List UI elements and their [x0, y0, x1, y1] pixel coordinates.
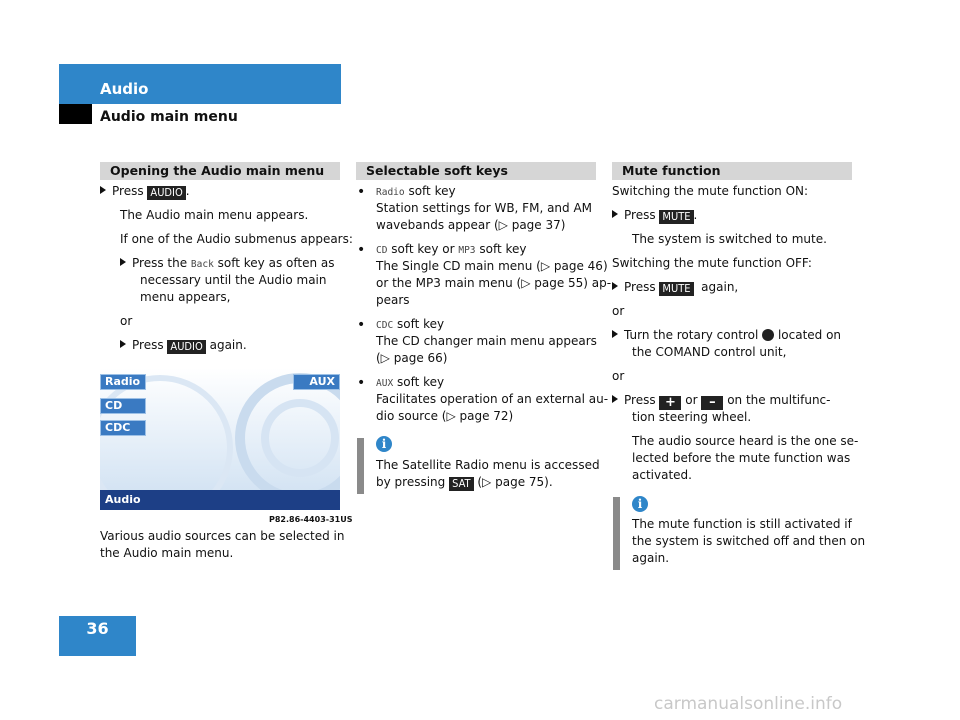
arrow-icon — [100, 186, 106, 194]
satellite-note: The Satellite Radio menu is accessed by … — [376, 458, 600, 491]
page-title: Audio main menu — [100, 109, 238, 125]
info-bar — [613, 497, 620, 570]
cd-desc1: The Single CD main menu (▷ page 46) — [376, 259, 608, 273]
watermark: carmanualsonline.info — [654, 694, 843, 714]
or-text: or — [612, 304, 625, 318]
radio-desc1: Station settings for WB, FM, and AM — [376, 201, 593, 215]
radio-softkey-item: Radio soft key — [376, 184, 456, 198]
bullet: • — [357, 375, 366, 391]
step-press-mute: Press MUTE. — [612, 207, 697, 224]
arrow-icon — [120, 340, 126, 348]
bullet: • — [357, 242, 366, 258]
info-icon: i — [376, 436, 392, 452]
cdc-desc2: (▷ page 66) — [376, 351, 448, 365]
screen-cdc-softkey: CDC — [100, 420, 146, 436]
arrow-icon — [612, 210, 618, 218]
step-plus-minus: Press + or – on the multifunc- — [612, 392, 831, 410]
screen-radio-softkey: Radio — [100, 374, 146, 390]
submenu-text: If one of the Audio submenus appears: — [120, 232, 353, 246]
or-text: or — [120, 314, 133, 328]
step-back: Press the Back soft key as often as — [120, 255, 334, 273]
wheel-text: tion steering wheel. — [632, 410, 752, 424]
sat-key: SAT — [449, 477, 474, 491]
cdc-softkey-item: CDC soft key — [376, 317, 445, 331]
step-press-audio: Press AUDIO. — [100, 183, 190, 200]
section-title: Audio — [100, 80, 149, 98]
rotary-control-icon — [762, 329, 775, 341]
unit-text: the COMAND control unit, — [632, 345, 787, 359]
step-press-mute-again: Press MUTE again, — [612, 279, 738, 296]
source-line1: The audio source heard is the one se- — [632, 434, 859, 448]
screen-cd-softkey: CD — [100, 398, 146, 414]
info-bar — [357, 438, 364, 494]
aux-desc2: dio source (▷ page 72) — [376, 409, 514, 423]
appears-text: The Audio main menu appears. — [120, 208, 309, 222]
back-softkey: Back — [190, 259, 214, 270]
figure-id: P82.86-4403-31US — [269, 515, 353, 524]
mute-off-text: Switching the mute function OFF: — [612, 256, 812, 270]
minus-key: – — [701, 396, 724, 410]
cdc-desc1: The CD changer main menu appears — [376, 334, 597, 348]
audio-key: AUDIO — [147, 186, 186, 200]
arrow-icon — [612, 282, 618, 290]
step-back-line2: necessary until the Audio main — [140, 273, 327, 287]
info-icon: i — [632, 496, 648, 512]
mute-key: MUTE — [659, 282, 694, 296]
source-line3: activated. — [632, 468, 692, 482]
arrow-icon — [120, 258, 126, 266]
cd-desc2: or the MP3 main menu (▷ page 55) ap- — [376, 276, 612, 290]
plus-key: + — [659, 396, 682, 410]
bullet: • — [357, 317, 366, 333]
cd-softkey-item: CD soft key or MP3 soft key — [376, 242, 527, 256]
screen-aux-softkey: AUX — [293, 374, 340, 390]
screen-footer: Audio — [100, 490, 340, 510]
page-number: 36 — [59, 616, 136, 656]
audio-screen-image: Radio CD CDC AUX Audio — [100, 368, 340, 510]
mute-on-text: Switching the mute function ON: — [612, 184, 809, 198]
caption: Various audio sources can be selected in… — [100, 529, 345, 560]
col2-heading: Selectable soft keys — [356, 162, 596, 180]
radio-desc2: wavebands appear (▷ page 37) — [376, 218, 566, 232]
bullet: • — [357, 184, 366, 200]
col1-heading: Opening the Audio main menu — [100, 162, 340, 180]
muted-text: The system is switched to mute. — [632, 232, 827, 246]
header-marker — [59, 104, 92, 124]
mute-key: MUTE — [659, 210, 694, 224]
arrow-icon — [612, 330, 618, 338]
step-back-line3: menu appears, — [140, 290, 231, 304]
aux-desc1: Facilitates operation of an external au- — [376, 392, 609, 406]
aux-softkey-item: AUX soft key — [376, 375, 445, 389]
step-rotary: Turn the rotary control located on — [612, 327, 841, 344]
cd-desc3: pears — [376, 293, 410, 307]
or-text: or — [612, 369, 625, 383]
audio-key: AUDIO — [167, 340, 206, 354]
col3-heading: Mute function — [612, 162, 852, 180]
arrow-icon — [612, 395, 618, 403]
step-press-audio-again: Press AUDIO again. — [120, 337, 247, 354]
header-band — [59, 64, 341, 104]
source-line2: lected before the mute function was — [632, 451, 851, 465]
